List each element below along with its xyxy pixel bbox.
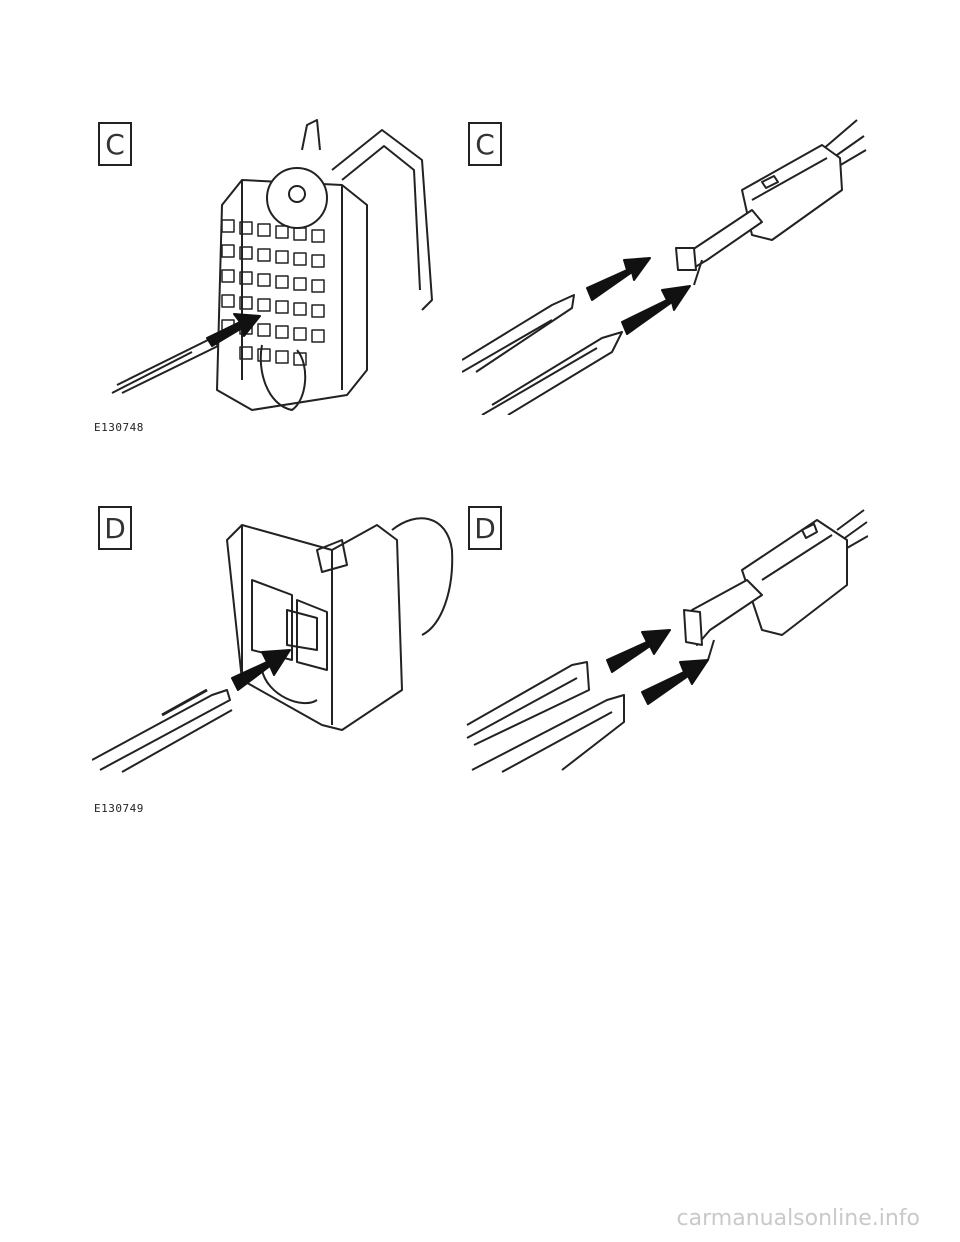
- panel-terminal-d: D: [462, 500, 868, 778]
- watermark: carmanualsonline.info: [676, 1206, 920, 1231]
- small-connector-probe-icon: [92, 517, 454, 773]
- step-label-c-right: C: [468, 122, 502, 166]
- figure-e130749: D D: [92, 500, 868, 778]
- panel-connector-c: C: [92, 110, 460, 415]
- panel-terminal-c: C: [462, 110, 868, 415]
- step-label-d: D: [98, 506, 132, 550]
- step-label-c: C: [98, 122, 132, 166]
- figure-caption-e130749: E130749: [94, 802, 144, 815]
- figure-caption-e130748: E130748: [94, 421, 144, 434]
- panel-connector-d: D: [92, 500, 460, 778]
- terminal-tool-insertion-icon: [466, 509, 868, 773]
- terminal-tool-insertion-icon: [462, 119, 867, 415]
- figure-e130748: C: [92, 110, 868, 415]
- step-label-d-right: D: [468, 506, 502, 550]
- multi-pin-connector-probe-icon: [111, 119, 433, 411]
